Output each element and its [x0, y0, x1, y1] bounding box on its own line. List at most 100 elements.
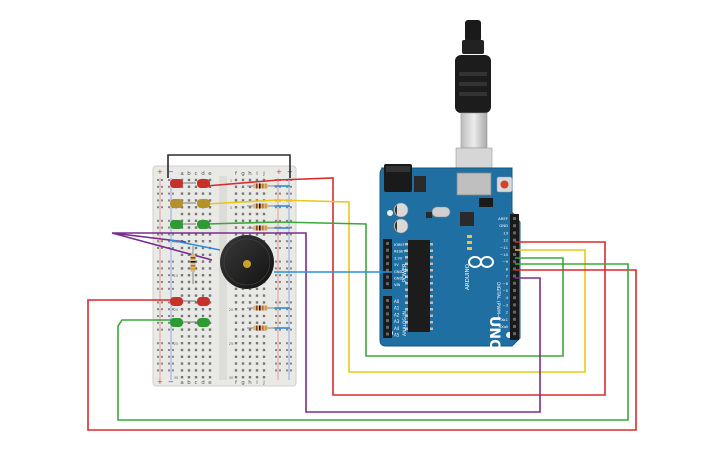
breadboard-hole: [208, 260, 212, 263]
digital-header-pin[interactable]: [513, 289, 516, 292]
breadboard-hole: [180, 267, 184, 270]
chip-pin: [430, 314, 433, 317]
digital-header-pin[interactable]: [513, 267, 516, 271]
chip-pin: [405, 256, 408, 259]
column-letter: e: [208, 171, 212, 177]
rail-hole: [168, 185, 170, 188]
breadboard-hole: [262, 212, 266, 216]
rail-hole: [157, 240, 159, 243]
digital-header-pin[interactable]: [513, 325, 516, 328]
power-header-pin[interactable]: [386, 242, 389, 245]
analog-header-pin[interactable]: [386, 325, 389, 329]
breadboard-hole: [194, 267, 198, 270]
chip-pin: [405, 288, 408, 291]
breadboard-hole: [187, 314, 191, 318]
breadboard-hole: [187, 267, 191, 270]
digital-header-pin[interactable]: [513, 245, 516, 249]
piezo-buzzer[interactable]: [220, 235, 274, 289]
row-label: 20: [174, 308, 178, 312]
breadboard-hole: [201, 253, 205, 256]
breadboard-hole: [208, 348, 212, 352]
green-wire-led5: [117, 263, 629, 421]
power-header-pin[interactable]: [386, 268, 389, 272]
analog-header-pin[interactable]: [386, 332, 389, 336]
breadboard-hole: [187, 369, 191, 372]
digital-header-pin[interactable]: [513, 253, 516, 256]
breadboard-hole: [201, 335, 205, 338]
resistor-band: [190, 268, 196, 270]
breadboard-hole: [241, 314, 245, 318]
digital-header-pin[interactable]: [513, 274, 516, 278]
breadboard-hole: [201, 246, 205, 250]
digital-header-pin[interactable]: [513, 332, 516, 336]
breadboard-hole: [208, 206, 212, 209]
rail-hole: [161, 226, 163, 229]
rail-hole: [286, 267, 288, 270]
breadboard-hole: [187, 233, 191, 236]
rail-hole: [290, 233, 292, 236]
breadboard-hole: [255, 376, 259, 379]
rail-hole: [161, 240, 163, 243]
breadboard-hole: [180, 233, 184, 236]
rail-hole: [290, 362, 292, 365]
usb-cable: [455, 20, 493, 193]
rail-hole: [161, 355, 163, 358]
arduino-uno-board[interactable]: ARDUINO UNO POWER ANALOG IN DIGITAL (PWM…: [379, 164, 521, 351]
digital-header-pin[interactable]: [513, 317, 516, 321]
rail-hole: [168, 226, 170, 229]
breadboard-hole: [208, 301, 212, 304]
resistor-band: [256, 183, 258, 189]
breadboard-hole: [255, 355, 259, 358]
rail-hole: [286, 206, 288, 209]
breadboard-hole: [180, 274, 184, 277]
analog-header-pin[interactable]: [386, 312, 389, 316]
power-header-pin[interactable]: [386, 255, 389, 259]
rail-hole: [157, 287, 159, 290]
column-letter: c: [194, 380, 197, 386]
row-label: 25: [174, 342, 178, 346]
analog-pin-label: A5: [394, 333, 400, 338]
rail-hole: [168, 192, 170, 195]
analog-header-pin[interactable]: [386, 319, 389, 323]
analog-header-pin[interactable]: [386, 299, 389, 302]
breadboard-hole: [201, 267, 205, 270]
digital-header-pin[interactable]: [513, 296, 516, 300]
column-letter: a: [180, 171, 183, 177]
breadboard-hole: [208, 274, 212, 277]
power-header-pin[interactable]: [386, 262, 389, 266]
rail-hole: [275, 247, 277, 249]
digital-header-pin[interactable]: [513, 310, 516, 314]
rail-hole: [157, 267, 159, 270]
rail-hole: [168, 328, 170, 331]
power-pin-label: IOREF: [394, 243, 405, 247]
rail-hole: [161, 185, 163, 188]
digital-header-pin[interactable]: [513, 224, 516, 228]
power-header-pin[interactable]: [386, 275, 389, 279]
power-header-pin[interactable]: [386, 248, 389, 252]
breadboard-hole: [262, 348, 266, 352]
chip-pin: [405, 243, 408, 246]
digital-pin-label: 8: [506, 266, 509, 271]
resistor-band: [259, 225, 261, 231]
breadboard-hole: [180, 206, 184, 209]
digital-pin-label: TX▸1: [498, 317, 509, 322]
digital-header-pin[interactable]: [513, 238, 516, 242]
digital-header-pin[interactable]: [513, 303, 516, 307]
breadboard-hole: [234, 212, 238, 216]
digital-header-pin[interactable]: [513, 231, 516, 235]
rail-hole: [172, 260, 174, 263]
column-letter: g: [241, 171, 245, 177]
rail-hole: [172, 233, 174, 236]
breadboard-hole: [180, 355, 184, 358]
rail-hole: [279, 233, 281, 236]
digital-header-pin[interactable]: [513, 217, 516, 220]
digital-header-pin[interactable]: [513, 260, 516, 264]
rail-hole: [161, 267, 163, 270]
power-header-pin[interactable]: [386, 282, 389, 286]
analog-header-pin[interactable]: [386, 305, 389, 309]
breadboard-hole: [241, 233, 245, 236]
breadboard-hole: [234, 314, 238, 318]
chip-pin: [430, 295, 433, 298]
digital-header-pin[interactable]: [513, 281, 516, 285]
